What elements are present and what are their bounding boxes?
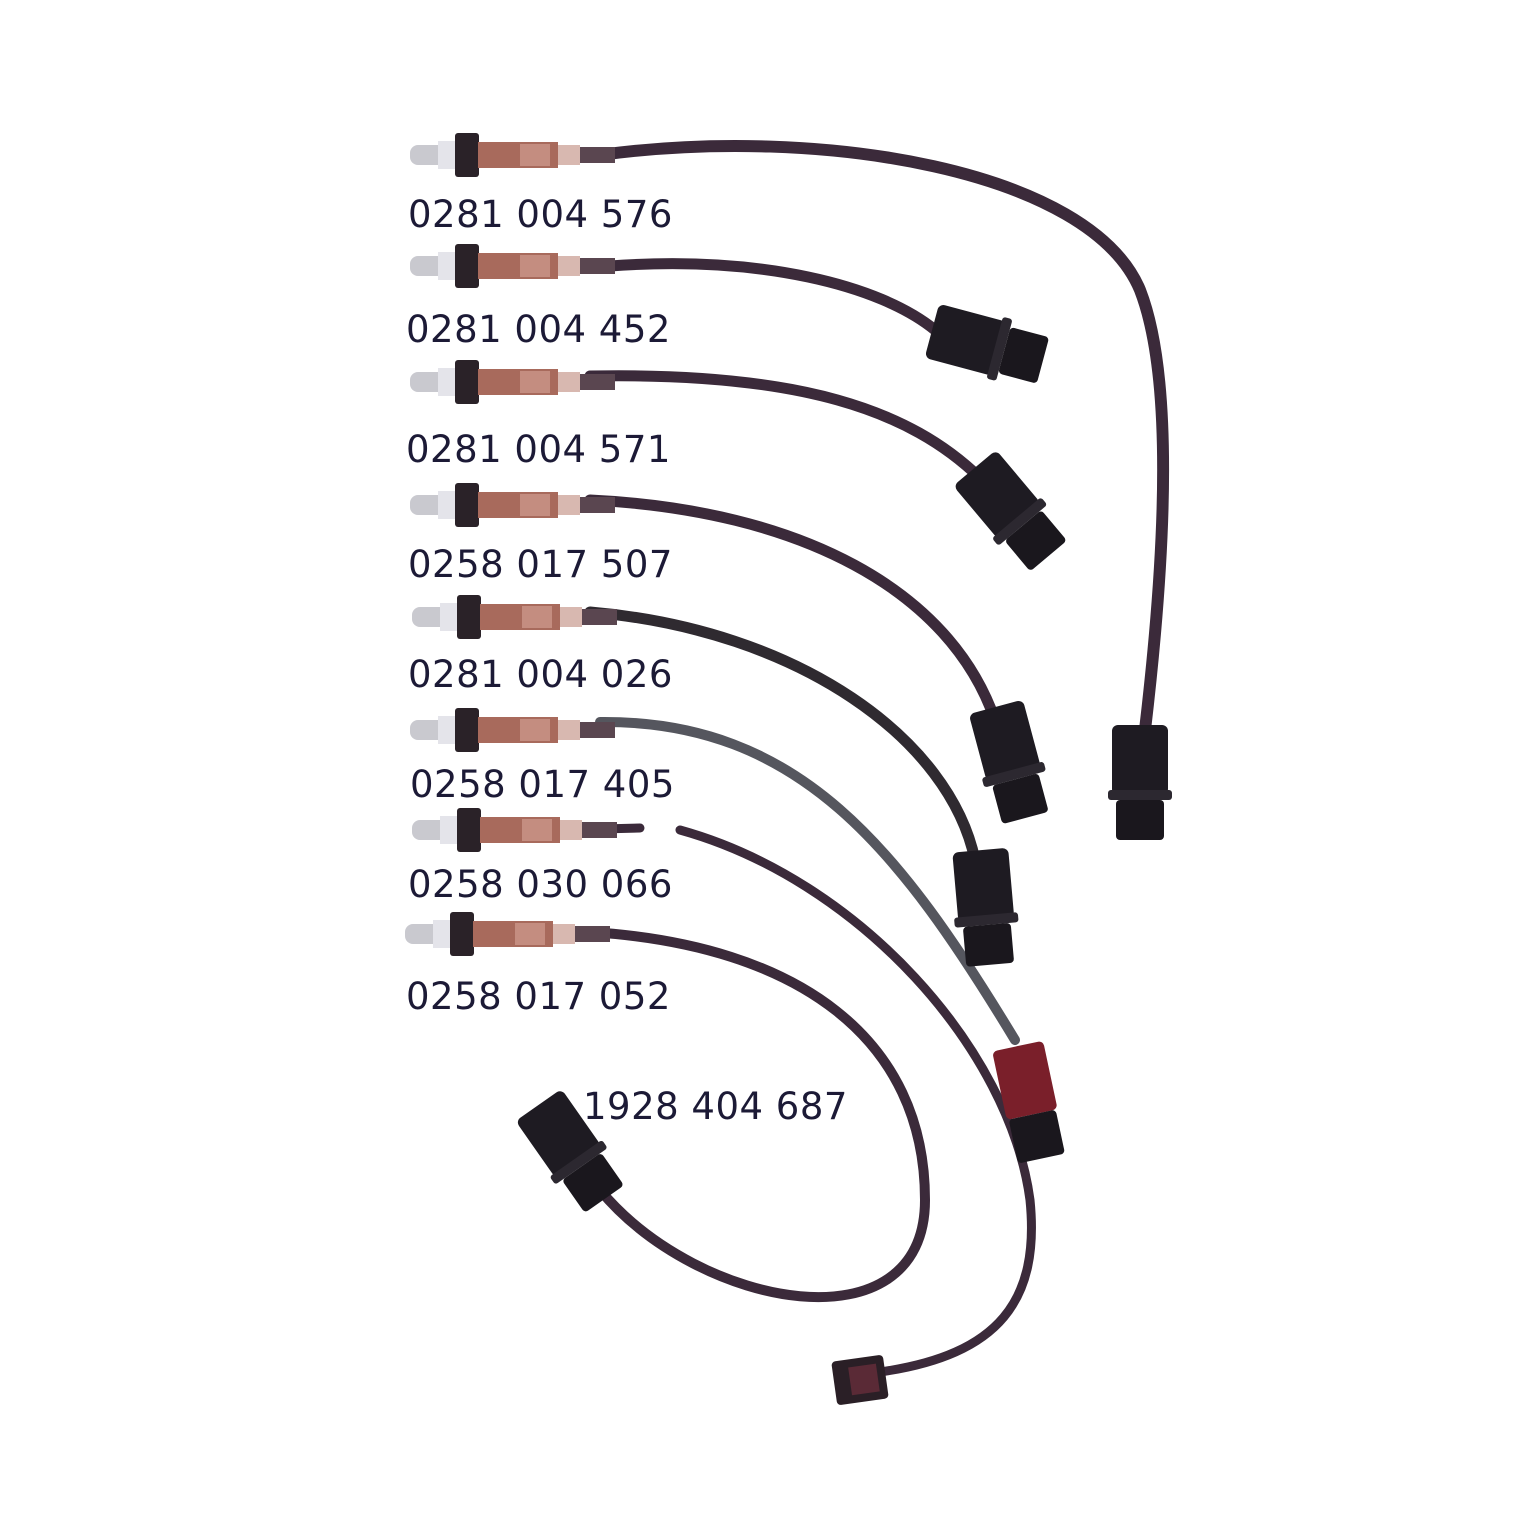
cable-1	[594, 140, 1170, 736]
part-number-label: 0258 030 066	[408, 863, 673, 906]
sensor-3	[410, 360, 615, 404]
part-number-label: 0281 004 571	[406, 428, 671, 471]
cable-5	[584, 606, 981, 866]
sensor-1	[410, 133, 615, 177]
connector-1	[1108, 725, 1172, 840]
sensor-4	[410, 483, 615, 527]
sensor-7	[412, 808, 617, 852]
cable-4	[584, 494, 1001, 726]
part-number-label: 0281 004 576	[408, 193, 673, 236]
part-number-label: 0258 017 052	[406, 975, 671, 1018]
part-number-label: 0281 004 026	[408, 653, 673, 696]
sensor-5	[412, 595, 617, 639]
sensor-6	[410, 708, 615, 752]
sensor-8	[405, 912, 610, 956]
part-number-label: 0281 004 452	[406, 308, 671, 351]
connector-6	[993, 1041, 1065, 1163]
part-number-label: 0258 017 507	[408, 543, 673, 586]
part-number-label: 1928 404 687	[583, 1085, 848, 1128]
cable-3	[584, 370, 986, 484]
cable-2	[604, 258, 941, 336]
connector-7	[831, 1355, 889, 1405]
part-number-label: 0258 017 405	[410, 763, 675, 806]
sensor-2	[410, 244, 615, 288]
cable-8	[585, 927, 931, 1303]
connector-2	[923, 299, 1052, 392]
connector-4	[964, 698, 1057, 827]
